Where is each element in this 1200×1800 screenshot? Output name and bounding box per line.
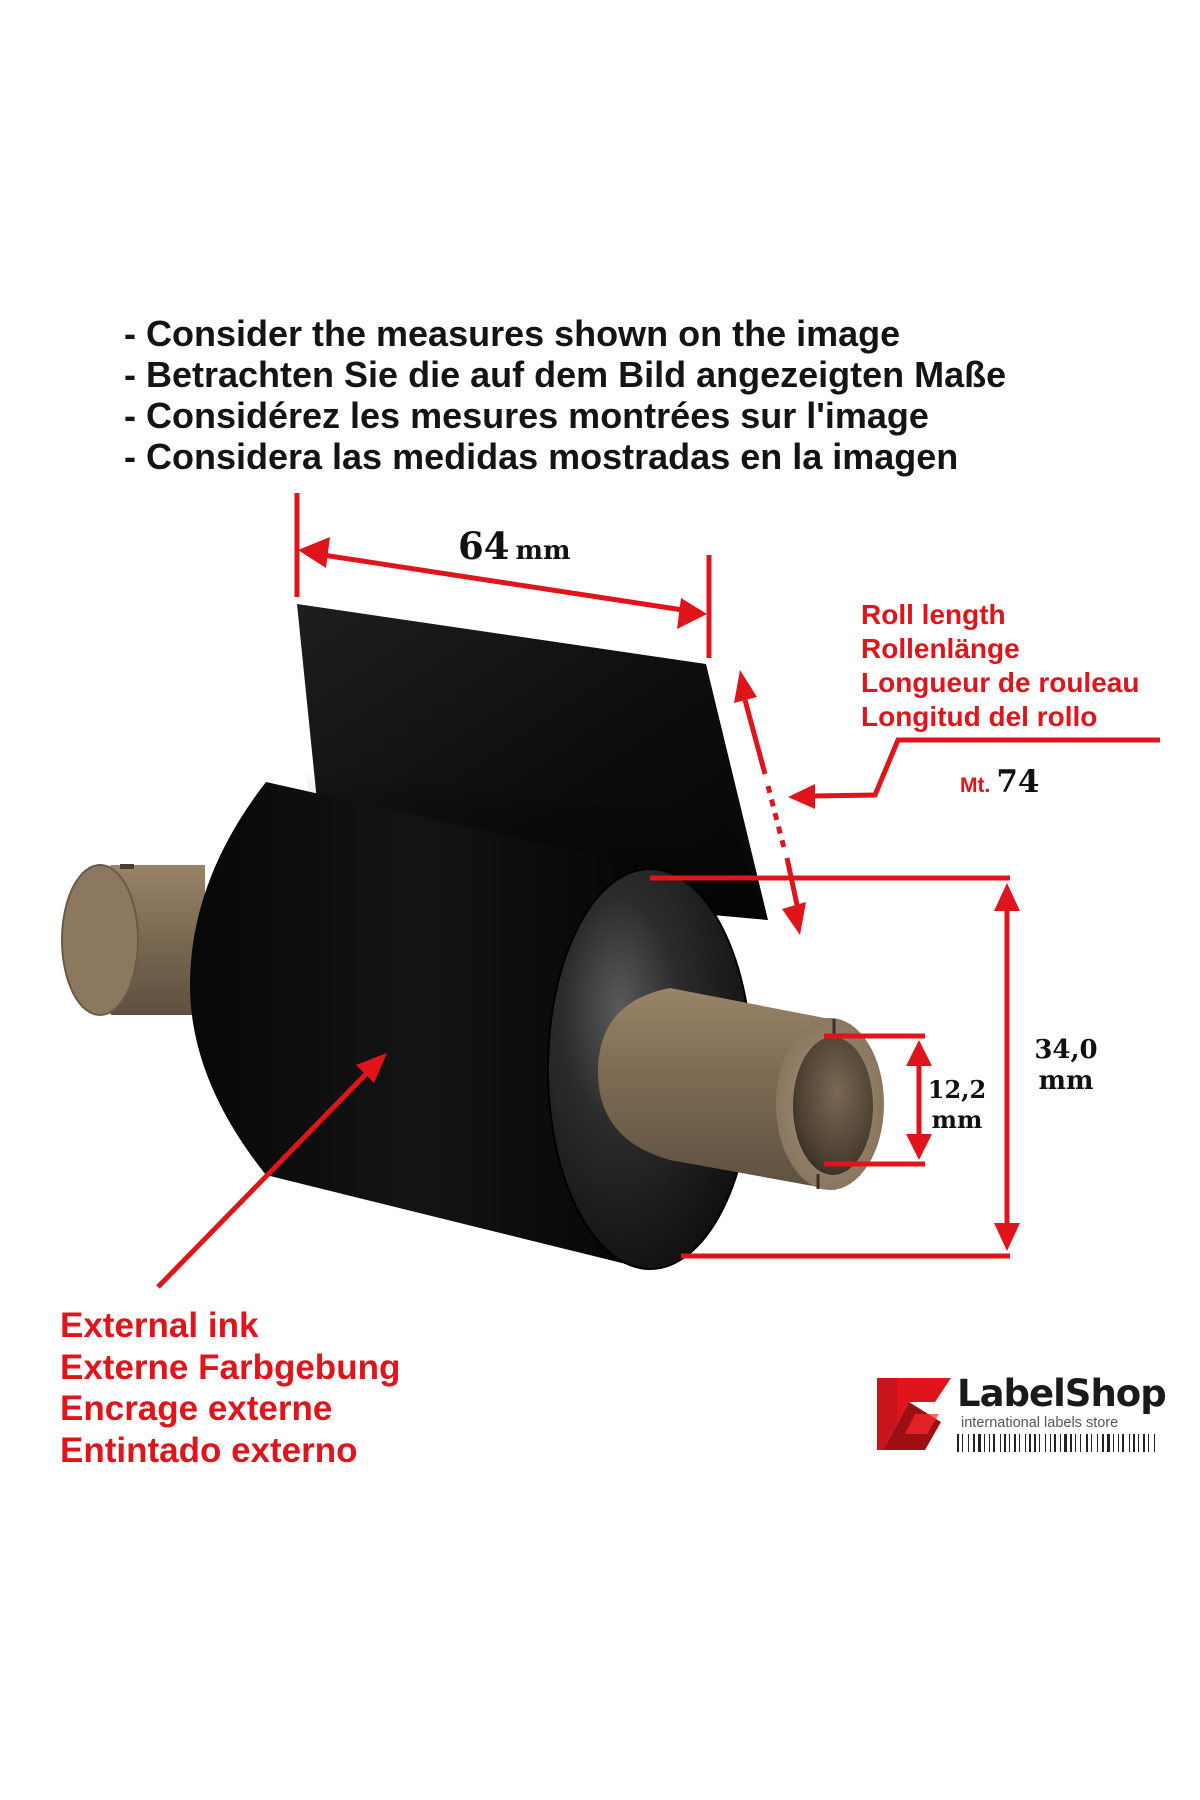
external-ink-label: External ink: [60, 1306, 259, 1345]
roll-length-label: Longueur de rouleau: [861, 667, 1140, 698]
external-ink-arrow: [156, 1053, 387, 1289]
roll-length-leader: [788, 737, 1160, 809]
width-dimension: [294, 493, 712, 658]
roll-length-labels: Roll length Rollenlänge Longueur de roul…: [861, 598, 1139, 734]
length-prefix: Mt.: [960, 774, 991, 797]
ls-logo-icon: [877, 1378, 951, 1450]
external-ink-label: Encrage externe: [60, 1389, 333, 1428]
roll-length-label: Roll length: [861, 599, 1006, 630]
outer-diameter-value: 34,0: [1034, 1035, 1098, 1065]
instruction-line: - Betrachten Sie die auf dem Bild angeze…: [124, 354, 1007, 395]
instruction-line: - Consider the measures shown on the ima…: [124, 313, 901, 354]
outer-diameter-label: 34,0 mm: [1016, 1035, 1116, 1097]
external-ink-label: Entintado externo: [60, 1430, 358, 1470]
core-diameter-value: 12,2: [927, 1075, 987, 1104]
core-diameter-unit: mm: [931, 1105, 983, 1134]
logo-tagline: international labels store: [961, 1415, 1119, 1431]
outer-diameter-dimension: [650, 875, 1020, 1259]
labelshop-logo: LabelShop international labels store: [875, 1372, 1167, 1454]
measurement-instructions: - Consider the measures shown on the ima…: [124, 313, 1006, 477]
roll-length-value: Mt.74: [960, 764, 1039, 800]
roll-length-label: Rollenlänge: [861, 633, 1020, 664]
width-arrow-right: [677, 598, 707, 629]
width-value: 64: [458, 524, 510, 568]
logo-name: LabelShop: [957, 1372, 1167, 1415]
external-ink-label: Externe Farbgebung: [60, 1347, 401, 1387]
instruction-line: - Considérez les mesures montrées sur l'…: [124, 395, 929, 436]
roll-length-arrow: [734, 670, 806, 935]
right-core: [598, 988, 884, 1190]
outer-diameter-unit: mm: [1038, 1066, 1094, 1096]
core-diameter-dimension: [824, 1033, 932, 1167]
width-arrow-left: [298, 537, 330, 568]
barcode-icon: [957, 1434, 1155, 1452]
instruction-line: - Considera las medidas mostradas en la …: [124, 436, 959, 477]
length-value: 74: [996, 764, 1040, 800]
core-diameter-label: 12,2 mm: [920, 1075, 994, 1135]
left-core-stub: [61, 864, 205, 1016]
width-unit: mm: [515, 536, 571, 566]
roll-length-label: Longitud del rollo: [861, 701, 1098, 732]
external-ink-labels: External ink Externe Farbgebung Encrage …: [60, 1305, 400, 1471]
